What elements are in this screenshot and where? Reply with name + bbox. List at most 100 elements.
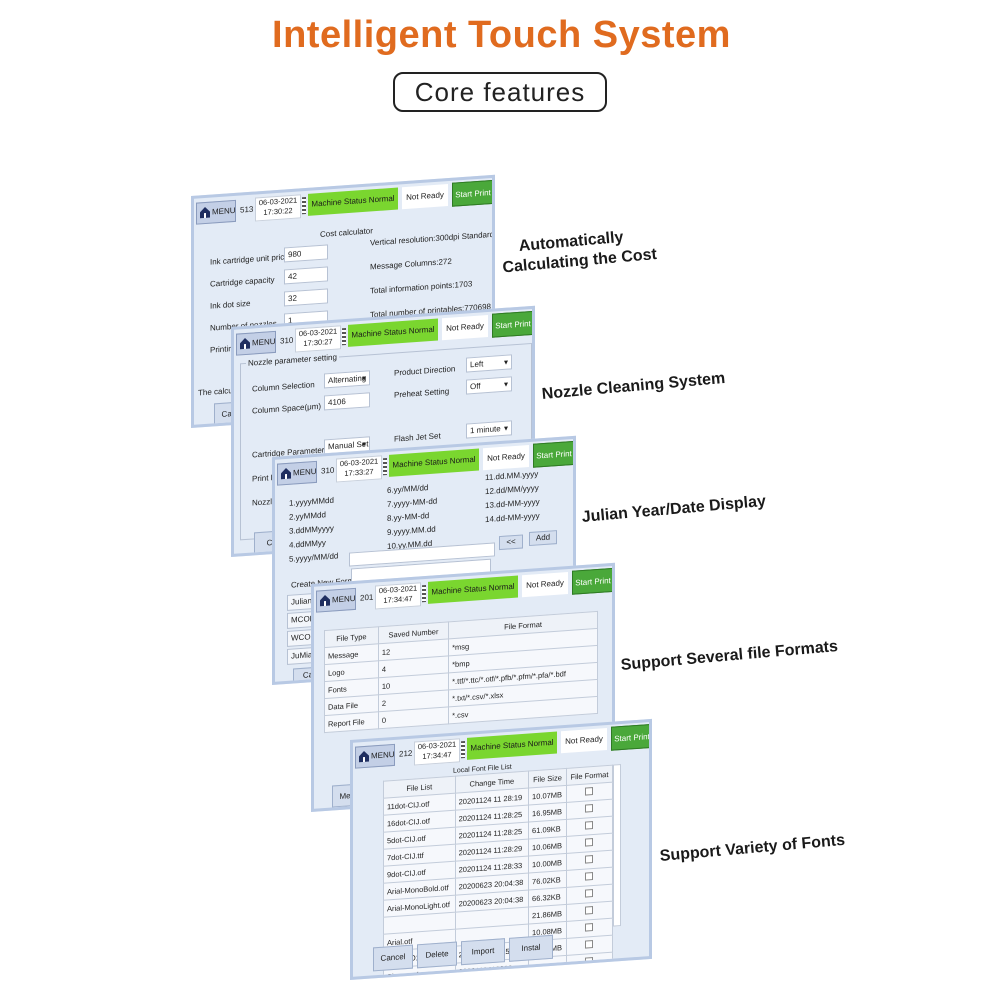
file-format-table: File Type Saved Number File Format Messa…	[324, 610, 598, 734]
dot-size-input[interactable]: 32	[284, 288, 328, 307]
menu-button[interactable]: MENU	[196, 199, 236, 225]
date-format-item[interactable]: 6.yy/MM/dd	[387, 483, 429, 495]
home-icon	[359, 751, 369, 763]
checkbox-icon[interactable]	[585, 837, 594, 847]
checkbox-icon[interactable]	[585, 854, 594, 864]
checkbox-icon[interactable]	[585, 803, 594, 813]
date-format-item[interactable]: 4.ddMMyy	[289, 538, 326, 550]
date-format-item[interactable]: 5.yyyy/MM/dd	[289, 551, 339, 564]
counter: 212	[399, 748, 413, 759]
date-format-item[interactable]: 3.ddMMyyyy	[289, 523, 334, 536]
cancel-button[interactable]: Cancel	[373, 944, 413, 972]
checkbox-icon[interactable]	[585, 888, 594, 898]
checkbox-icon[interactable]	[585, 922, 594, 932]
ready-status: Not Ready	[483, 445, 529, 471]
flash-jet-dropdown[interactable]: 1 minute	[466, 420, 512, 439]
counter: 513	[240, 204, 254, 215]
column-selection-dropdown[interactable]: Alternating	[324, 370, 370, 389]
date-format-item[interactable]: 14.dd-MM-yyyy	[485, 511, 540, 525]
checkbox-icon[interactable]	[585, 786, 594, 796]
info-line: Total information points:1703	[370, 279, 473, 296]
date-format-item[interactable]: 1.yyyyMMdd	[289, 495, 334, 508]
time: 17:34:47	[383, 593, 413, 605]
scrollbar[interactable]	[613, 764, 621, 927]
product-direction-dropdown[interactable]: Left	[466, 354, 512, 373]
install-button[interactable]: Instal	[509, 934, 553, 962]
add-button[interactable]: Add	[529, 530, 557, 547]
menu-label: MENU	[293, 466, 317, 478]
section-heading: Cost calculator	[320, 226, 373, 239]
date-format-item[interactable]: 9.yyyy.MM.dd	[387, 524, 436, 537]
field-label: Ink cartridge unit price	[210, 252, 289, 267]
date-format-item[interactable]: 7.yyyy-MM-dd	[387, 496, 438, 509]
storage-icon	[383, 457, 387, 476]
storage-icon	[461, 740, 465, 759]
counter: 310	[280, 335, 294, 346]
status-badge: Machine Status Normal	[428, 575, 518, 604]
unit-price-input[interactable]: 980	[284, 244, 328, 263]
start-print-button[interactable]: Start Print	[452, 179, 494, 207]
menu-button[interactable]: MENU	[236, 330, 276, 356]
page-title: Intelligent Touch System	[272, 14, 731, 56]
field-label: Cartridge capacity	[210, 275, 275, 289]
column-space-input[interactable]: 4106	[324, 392, 370, 411]
checkbox-icon[interactable]	[585, 939, 594, 949]
checkbox-icon[interactable]	[585, 871, 594, 881]
back-button[interactable]: <<	[499, 534, 523, 551]
capacity-input[interactable]: 42	[284, 266, 328, 285]
checkbox-icon[interactable]	[585, 905, 594, 915]
start-print-button[interactable]: Start Print	[611, 723, 652, 751]
checkbox-icon[interactable]	[585, 956, 594, 966]
caption-cost: Automatically Calculating the Cost	[502, 225, 658, 277]
date-format-item[interactable]: 12.dd/MM/yyyy	[485, 483, 539, 497]
ready-status: Not Ready	[442, 315, 488, 341]
time: 17:30:22	[263, 205, 293, 217]
menu-label: MENU	[332, 593, 356, 605]
delete-button[interactable]: Delete	[417, 941, 457, 969]
start-print-button[interactable]: Start Print	[492, 310, 534, 338]
date-format-item[interactable]: 8.yy-MM-dd	[387, 511, 430, 523]
date-format-item[interactable]: 13.dd-MM-yyyy	[485, 497, 540, 511]
preheat-dropdown[interactable]: Off	[466, 376, 512, 395]
start-print-button[interactable]: Start Print	[572, 567, 614, 595]
menu-label: MENU	[252, 336, 276, 348]
time: 17:30:27	[303, 336, 333, 348]
ready-status: Not Ready	[522, 572, 568, 598]
home-icon	[240, 338, 250, 350]
table-cell: 0	[378, 706, 449, 729]
menu-button[interactable]: MENU	[277, 460, 317, 486]
storage-icon	[422, 584, 426, 603]
menu-label: MENU	[371, 749, 395, 761]
page-subtitle: Core features	[393, 72, 607, 112]
ready-status: Not Ready	[402, 184, 448, 210]
menu-button[interactable]: MENU	[355, 743, 395, 769]
home-icon	[281, 468, 291, 480]
status-badge: Machine Status Normal	[467, 731, 557, 760]
info-line: Vertical resolution:300dpi Standard	[370, 229, 495, 248]
time: 17:33:27	[344, 466, 374, 478]
checkbox-cell[interactable]	[566, 952, 613, 973]
counter: 310	[321, 465, 335, 476]
start-print-button[interactable]: Start Print	[533, 440, 575, 468]
status-badge: Machine Status Normal	[308, 187, 398, 216]
menu-button[interactable]: MENU	[316, 587, 356, 613]
field-label: Ink dot size	[210, 298, 251, 311]
ready-status: Not Ready	[561, 728, 607, 754]
import-button[interactable]: Import	[461, 938, 505, 966]
checkbox-icon[interactable]	[585, 820, 594, 830]
counter: 201	[360, 592, 374, 603]
date-format-item[interactable]: 2.yyMMdd	[289, 510, 326, 522]
